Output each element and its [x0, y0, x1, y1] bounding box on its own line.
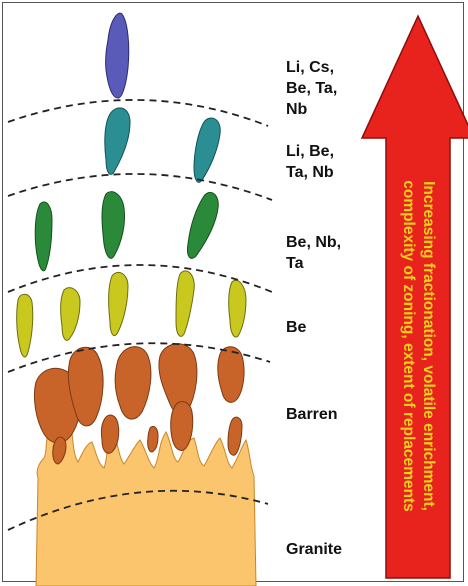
be-body-4	[176, 271, 194, 336]
arrow-caption-line-2: complexity of zoning, extent of replacem…	[400, 180, 417, 512]
barren-body-8	[228, 417, 242, 455]
be-body-1	[17, 294, 33, 357]
boundary-1	[8, 100, 268, 126]
benb-zone-bodies	[35, 192, 218, 271]
zone-label-barren: Barren	[286, 406, 338, 423]
zone-label-granite: Granite	[286, 541, 342, 558]
barren-body-10	[148, 426, 158, 452]
zone-label-lithium: Li, Cs, Be, Ta, Nb	[286, 59, 342, 118]
be-body-5	[229, 280, 246, 337]
lithium-zone-body	[106, 13, 129, 98]
benb-body-2	[102, 192, 125, 259]
libe-zone-bodies	[105, 108, 220, 182]
be-body-3	[109, 272, 128, 335]
zone-label-libe: Li, Be, Ta, Nb	[286, 143, 338, 181]
zone-label-be: Be	[286, 319, 307, 336]
be-body-2	[61, 288, 80, 341]
benb-body-3	[187, 192, 218, 258]
granite-body	[36, 424, 256, 586]
libe-body-1	[105, 108, 130, 174]
arrow-caption-line-1: Increasing fractionation, volatile enric…	[420, 181, 437, 511]
libe-body-2	[194, 118, 220, 182]
barren-body-5	[218, 347, 244, 403]
boundary-2	[8, 174, 272, 200]
barren-body-3	[115, 347, 151, 419]
benb-body-1	[35, 202, 52, 271]
zone-label-benb: Be, Nb, Ta	[286, 234, 346, 272]
